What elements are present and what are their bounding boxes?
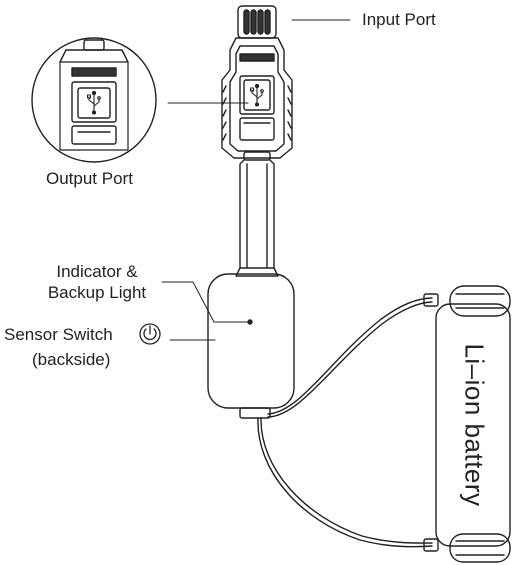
leader-lines (161, 19, 351, 341)
sensor-switch-label: Sensor Switch (4, 325, 113, 344)
indicator-box (207, 273, 295, 419)
battery-label: Li–ion battery (459, 343, 490, 507)
connector-housing (221, 37, 293, 161)
indicator-label-line1: Indicator & (56, 262, 138, 281)
indicator-label-line2: Backup Light (47, 283, 147, 303)
output-port-detail (31, 37, 157, 163)
power-icon (139, 323, 161, 345)
input-port-tip (237, 5, 277, 39)
usb-icon-detail (86, 90, 101, 115)
battery-wires (257, 297, 433, 548)
battery (423, 285, 511, 563)
output-port-label: Output Port (46, 169, 133, 188)
input-port-label: Input Port (362, 10, 436, 29)
indicator-light-dot (247, 319, 253, 325)
indicator-label: Indicator & Backup Light (36, 261, 158, 304)
usb-icon (249, 83, 264, 107)
leader-indicator (161, 281, 249, 323)
sensor-backside-label: (backside) (32, 350, 111, 369)
cable-upper (235, 159, 279, 277)
